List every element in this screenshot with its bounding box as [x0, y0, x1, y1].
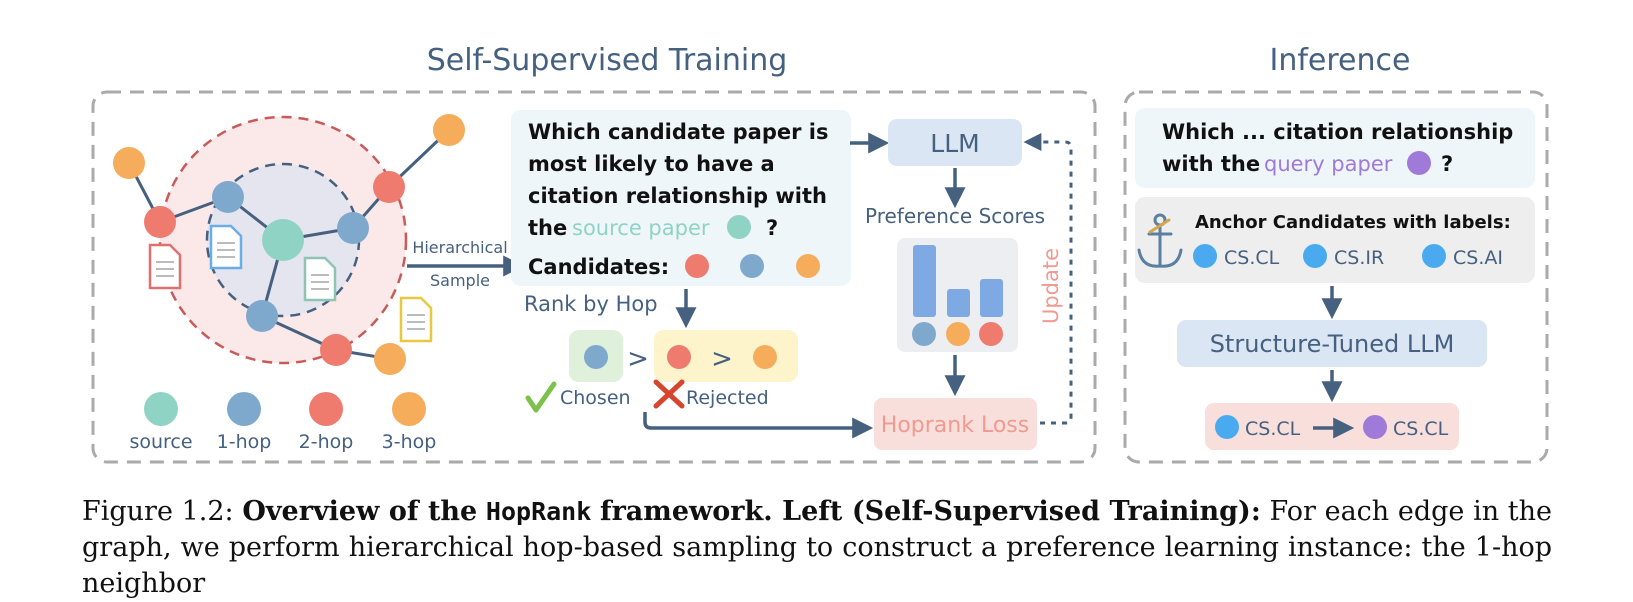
- three-hop-node: [433, 114, 465, 146]
- rejected-3hop-dot: [753, 345, 777, 369]
- caption-label: Figure 1.2:: [82, 496, 234, 527]
- document-icon: [303, 256, 337, 302]
- sample-label: Sample: [430, 271, 490, 290]
- document-icon: [209, 224, 243, 270]
- prompt-line-1: Which candidate paper is: [528, 120, 828, 144]
- training-panel: [91, 90, 1097, 464]
- one-hop-node: [246, 300, 278, 332]
- score-dot-1hop: [912, 322, 936, 346]
- legend-label-source: source: [129, 431, 192, 453]
- score-bar: [947, 289, 970, 317]
- chosen-label: Chosen: [560, 387, 631, 409]
- prompt-line-3: citation relationship with: [528, 184, 827, 208]
- result-to-label: CS.CL: [1393, 418, 1449, 440]
- rejected-2hop-dot: [667, 345, 691, 369]
- candidates-label: Candidates:: [528, 255, 669, 279]
- legend-label-3hop: 3-hop: [382, 431, 437, 453]
- prompt-line-4-prefix: the: [528, 216, 567, 240]
- anchor-title: Anchor Candidates with labels:: [1195, 212, 1511, 233]
- two-hop-node: [320, 334, 352, 366]
- prompt-question-mark: ?: [766, 216, 778, 240]
- citation-graph: [113, 114, 465, 375]
- anchor-label-2: CS.IR: [1334, 247, 1384, 269]
- anchor-dot-2: [1303, 244, 1327, 268]
- three-hop-node: [113, 147, 145, 179]
- query-question-mark: ?: [1441, 152, 1453, 176]
- framework-figure: Self-Supervised Training Inference: [91, 43, 1549, 464]
- result-from-dot: [1215, 415, 1239, 439]
- check-icon: [525, 381, 557, 413]
- anchor-dot-3: [1422, 244, 1446, 268]
- hoprank-loss-label: Hoprank Loss: [881, 413, 1029, 438]
- rejected-label: Rejected: [686, 387, 769, 409]
- query-line-2-prefix: with the: [1162, 152, 1260, 176]
- score-dot-3hop: [946, 322, 970, 346]
- source-node: [262, 219, 304, 261]
- candidate-3hop-dot: [796, 254, 820, 278]
- source-paper-highlight: source paper: [572, 216, 710, 240]
- legend-swatch-1hop: [227, 392, 261, 426]
- prompt-box: [511, 110, 851, 286]
- preference-scores-chart: [912, 245, 1003, 346]
- cross-icon: [653, 379, 685, 409]
- hop-legend: source 1-hop 2-hop 3-hop: [129, 392, 436, 453]
- document-icon: [148, 243, 182, 290]
- hierarchical-label: Hierarchical: [412, 238, 507, 257]
- score-bar: [913, 245, 936, 317]
- score-dot-2hop: [979, 322, 1003, 346]
- candidate-1hop-dot: [740, 254, 764, 278]
- to-loss-arrow: [643, 412, 874, 439]
- two-hop-node: [373, 171, 405, 203]
- result-to-dot: [1363, 415, 1387, 439]
- query-paper-dot: [1407, 151, 1431, 175]
- legend-swatch-3hop: [392, 392, 426, 426]
- one-hop-node: [212, 181, 244, 213]
- caption-mono: HopRank: [485, 497, 592, 526]
- prompt-line-2: most likely to have a: [528, 152, 775, 176]
- caption-bold-1: Overview of the: [242, 496, 478, 527]
- source-paper-dot: [727, 215, 751, 239]
- one-hop-node: [337, 212, 369, 244]
- inference-panel: [1123, 90, 1549, 464]
- three-hop-node: [374, 343, 406, 375]
- update-label: Update: [1039, 248, 1063, 324]
- anchor-label-1: CS.CL: [1224, 247, 1280, 269]
- result-from-label: CS.CL: [1245, 418, 1301, 440]
- llm-label: LLM: [930, 129, 979, 158]
- legend-swatch-source: [144, 392, 178, 426]
- rank-by-hop-label: Rank by Hop: [524, 292, 658, 316]
- training-title: Self-Supervised Training: [427, 43, 788, 78]
- query-box: [1135, 108, 1535, 188]
- hoprank-loss-box: [874, 398, 1037, 450]
- preference-scores-label: Preference Scores: [865, 204, 1045, 228]
- score-bar: [980, 279, 1003, 317]
- anchor-box: [1135, 197, 1535, 283]
- candidate-2hop-dot: [685, 254, 709, 278]
- update-arrow: [1023, 133, 1073, 425]
- structure-tuned-llm-box: [1177, 320, 1487, 367]
- legend-swatch-2hop: [309, 392, 343, 426]
- anchor-dot-1: [1193, 244, 1217, 268]
- legend-label-1hop: 1-hop: [217, 431, 272, 453]
- caption-bold-2: framework. Left (Self-Supervised Trainin…: [599, 496, 1261, 527]
- anchor-icon: [1137, 213, 1183, 268]
- legend-label-2hop: 2-hop: [299, 431, 354, 453]
- two-hop-node: [144, 206, 176, 238]
- chosen-dot: [584, 345, 608, 369]
- llm-box: [888, 119, 1022, 166]
- greater-than-1: >: [627, 344, 649, 374]
- structure-tuned-llm-label: Structure-Tuned LLM: [1210, 330, 1455, 358]
- greater-than-2: >: [711, 344, 733, 374]
- query-line-1: Which ... citation relationship: [1162, 120, 1513, 144]
- anchor-label-3: CS.AI: [1453, 247, 1503, 269]
- query-paper-highlight: query paper: [1264, 152, 1393, 176]
- inference-title: Inference: [1270, 43, 1411, 78]
- document-icon: [399, 296, 433, 343]
- figure-caption: Figure 1.2: Overview of the HopRank fram…: [82, 494, 1552, 602]
- rejected-box: [654, 330, 798, 382]
